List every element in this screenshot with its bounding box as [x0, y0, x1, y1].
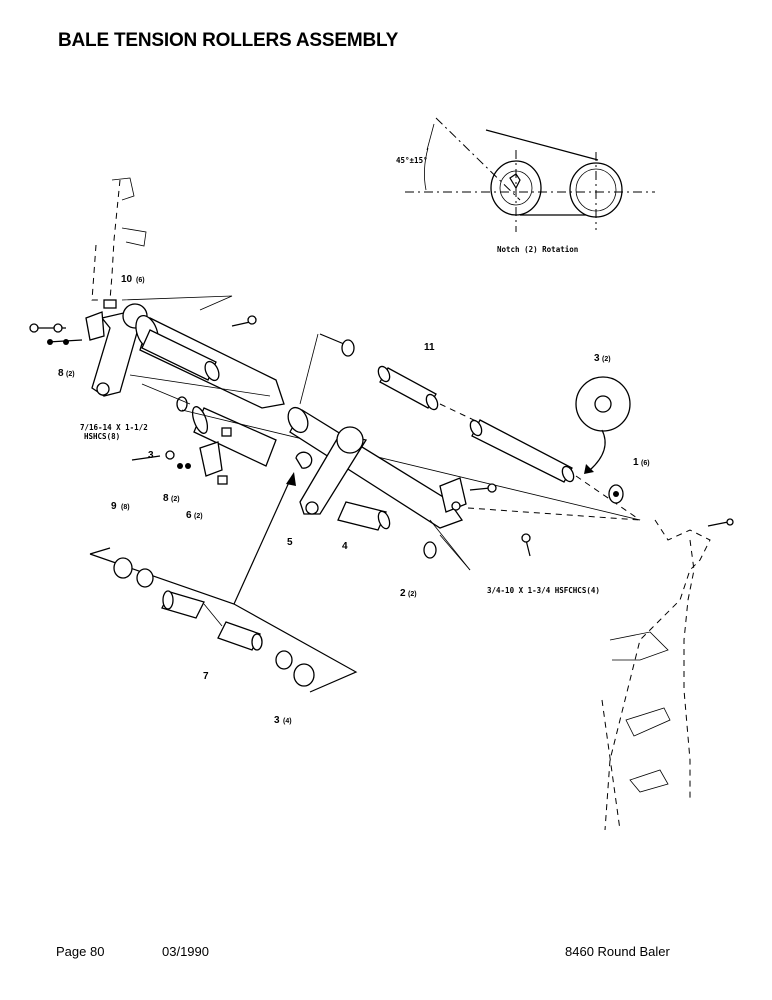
- callout-7-num: 7: [203, 671, 209, 682]
- callout-8a-qty: (2): [66, 371, 75, 378]
- callout-11-num: 11: [424, 342, 435, 353]
- callout-10-num: 10: [121, 274, 133, 285]
- roller-11-group: [299, 333, 641, 521]
- angle-label: 45°±15°: [396, 156, 428, 165]
- callout-8b-num: 8: [163, 493, 169, 504]
- callout-3a-num: 3: [594, 353, 600, 364]
- callout-6-qty: (2): [194, 513, 203, 520]
- callout-1-qty: (6): [641, 460, 650, 467]
- left-tension-arm: [29, 295, 285, 412]
- bearing-detail-circle: [575, 376, 631, 474]
- callout-6-num: 6: [186, 510, 192, 521]
- footer-page-number: Page 80: [56, 944, 105, 959]
- bolt-b-spec: 3/4-10 X 1-3/4 HSFCHCS(4): [487, 586, 600, 595]
- callout-5-num: 5: [287, 537, 293, 548]
- bearing-clamp-group: [131, 427, 232, 485]
- bolt-a-spec-line1: 7/16-14 X 1-1/2: [80, 423, 148, 432]
- callout-3b-qty: (4): [283, 718, 292, 725]
- callout-1-num: 1: [633, 457, 639, 468]
- callout-3b-num: 3: [274, 715, 280, 726]
- callout-labels: 10 (6) 8 (2) 11 3 (2) 7/16-14 X 1-1/2 HS…: [58, 274, 650, 726]
- callout-2-qty: (2): [408, 591, 417, 598]
- footer-model: 8460 Round Baler: [565, 944, 670, 959]
- callout-2-num: 2: [400, 588, 406, 599]
- callout-8a-num: 8: [58, 368, 64, 379]
- footer-date: 03/1990: [162, 944, 209, 959]
- callout-9-qty: (8): [121, 504, 130, 511]
- callout-3c-num: 3: [148, 450, 154, 461]
- callout-3a-qty: (2): [602, 356, 611, 363]
- center-roller-shaft: [181, 406, 641, 521]
- bolt-a-spec-line2: HSHCS(8): [84, 432, 120, 441]
- inset-caption: Notch (2) Rotation: [497, 245, 578, 254]
- callout-9-num: 9: [111, 501, 117, 512]
- page-title: BALE TENSION ROLLERS ASSEMBLY: [58, 30, 399, 51]
- callout-8b-qty: (2): [171, 496, 180, 503]
- callout-4-num: 4: [342, 541, 348, 552]
- notch-rotation-inset: 45°±15° Notch (2) Rotation: [396, 117, 655, 254]
- roller-7-exploded: [89, 472, 358, 693]
- right-tension-arm: [287, 406, 641, 571]
- callout-10-qty: (6): [136, 277, 145, 284]
- right-frame: [601, 518, 734, 831]
- left-frame-bracket: [91, 177, 147, 301]
